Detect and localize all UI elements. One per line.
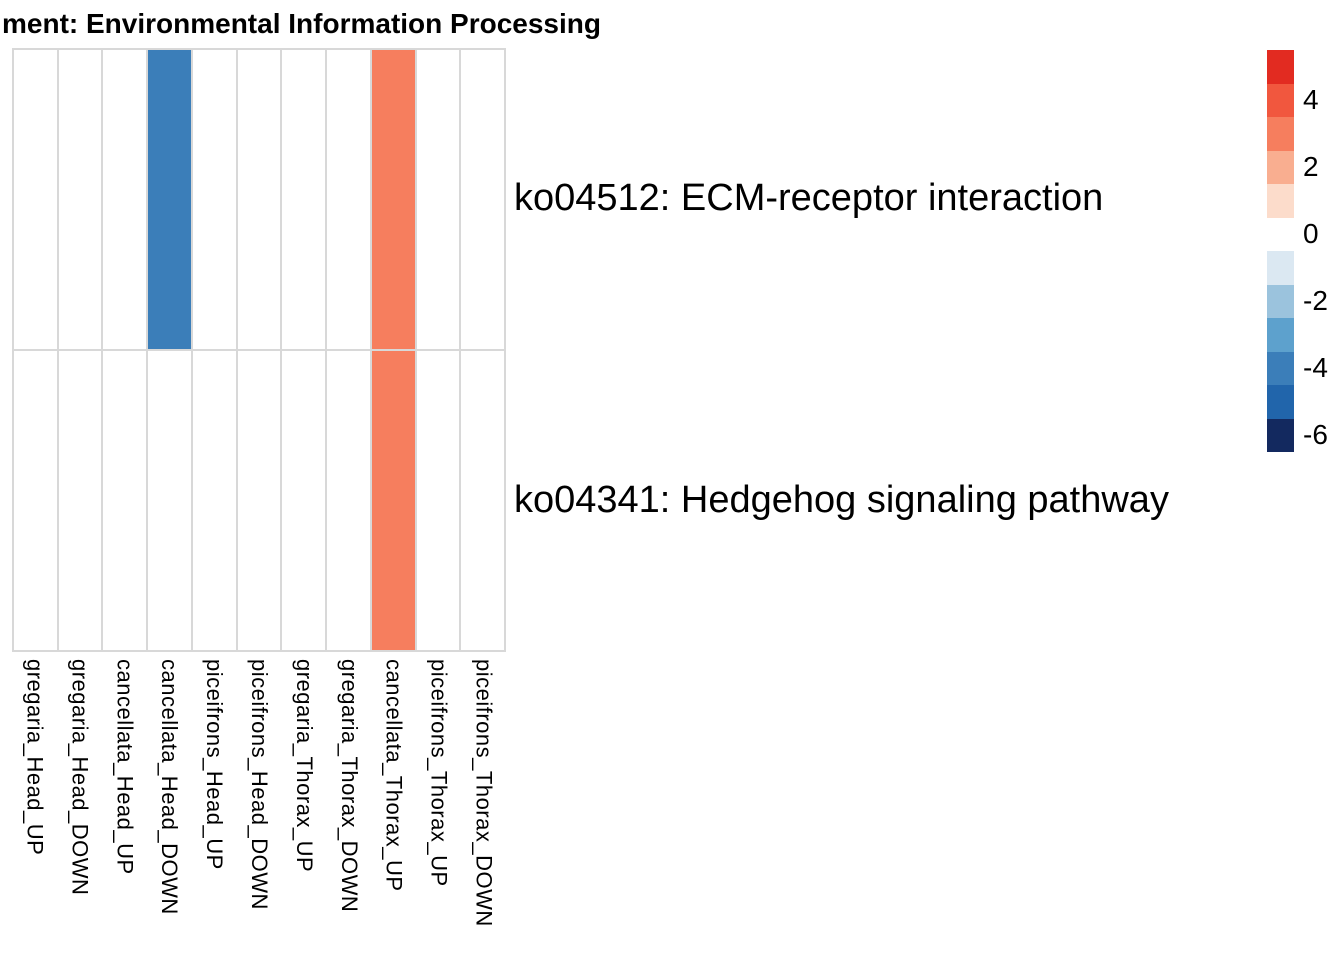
heatmap-cell	[58, 50, 102, 349]
colorbar-tick-label: 2	[1303, 151, 1319, 183]
figure-title: ment: Environmental Information Processi…	[2, 8, 601, 39]
colorbar-segment	[1267, 418, 1294, 452]
heatmap-cell	[14, 50, 57, 349]
heatmap-cell	[103, 351, 147, 650]
colorbar	[1267, 50, 1294, 452]
x-axis-label: piceifrons_Thorax_UP	[426, 659, 452, 887]
colorbar-segment	[1267, 351, 1294, 385]
colorbar-segment	[1267, 50, 1294, 84]
x-axis-label: piceifrons_Head_DOWN	[246, 659, 272, 910]
heatmap-cell	[371, 351, 415, 650]
heatmap-cell	[103, 50, 147, 349]
x-axis-label: gregaria_Thorax_UP	[291, 659, 317, 873]
x-axis-label: gregaria_Head_DOWN	[67, 659, 93, 896]
y-axis-label: ko04512: ECM-receptor interaction	[514, 177, 1104, 220]
colorbar-segment	[1267, 251, 1294, 285]
colorbar-tick-label: -2	[1303, 285, 1328, 317]
heatmap-cell	[327, 50, 370, 349]
heatmap-cell	[282, 351, 326, 650]
x-axis-labels: gregaria_Head_UP gregaria_Head_DOWN cancel…	[12, 659, 506, 927]
y-axis-label: ko04341: Hedgehog signaling pathway	[514, 479, 1169, 522]
colorbar-segment	[1267, 217, 1294, 251]
heatmap-cell	[192, 50, 236, 349]
colorbar-tick-labels: 4 2 0 -2 -4 -6	[1303, 50, 1344, 452]
x-axis-label: piceifrons_Head_UP	[202, 659, 228, 870]
heatmap-grid	[12, 48, 506, 652]
x-axis-label: cancellata_Head_DOWN	[157, 659, 183, 915]
colorbar-tick-label: -6	[1303, 419, 1328, 451]
colorbar-segment	[1267, 284, 1294, 318]
heatmap-cell	[148, 351, 191, 650]
heatmap-cell	[148, 50, 191, 349]
x-axis-label: piceifrons_Thorax_DOWN	[471, 659, 497, 927]
heatmap-cell	[192, 351, 236, 650]
heatmap-cell	[282, 50, 326, 349]
colorbar-segment	[1267, 385, 1294, 419]
colorbar-segment	[1267, 117, 1294, 151]
heatmap-cell	[14, 351, 57, 650]
heatmap-cell	[416, 351, 460, 650]
colorbar-segment	[1267, 184, 1294, 218]
heatmap-cell	[237, 50, 281, 349]
colorbar-segment	[1267, 83, 1294, 117]
heatmap-cell	[327, 351, 370, 650]
colorbar-segment	[1267, 318, 1294, 352]
x-axis-label: gregaria_Thorax_DOWN	[336, 659, 362, 913]
y-axis-labels: ko04512: ECM-receptor interaction ko04341…	[514, 48, 1334, 652]
heatmap-cell	[237, 351, 281, 650]
colorbar-segment	[1267, 150, 1294, 184]
x-axis-label: cancellata_Thorax_UP	[381, 659, 407, 892]
colorbar-tick-label: 4	[1303, 84, 1319, 116]
colorbar-tick-label: -4	[1303, 352, 1328, 384]
heatmap-cell	[461, 50, 504, 349]
x-axis-label: cancellata_Head_UP	[112, 659, 138, 875]
heatmap-cell	[416, 50, 460, 349]
colorbar-tick-label: 0	[1303, 218, 1319, 250]
heatmap-cell	[461, 351, 504, 650]
x-axis-label: gregaria_Head_UP	[22, 659, 48, 856]
heatmap-cell	[58, 351, 102, 650]
heatmap-cell	[371, 50, 415, 349]
